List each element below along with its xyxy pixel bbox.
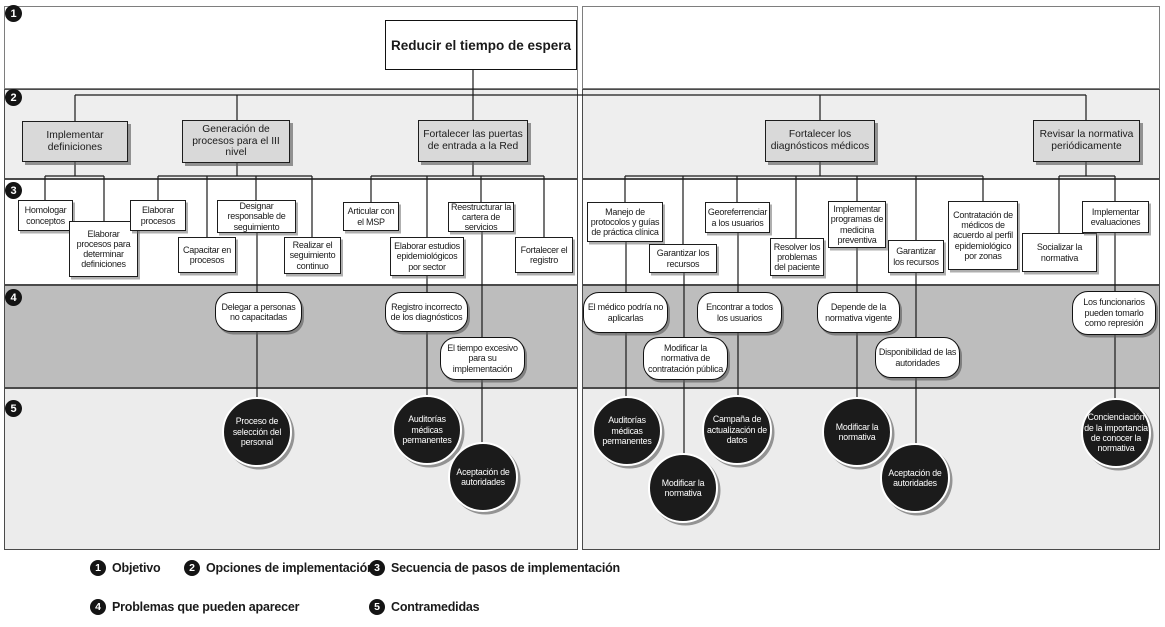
option-box: Fortalecer los diagnósticos médicos bbox=[765, 120, 875, 162]
legend-1-badge: 1 bbox=[90, 560, 106, 576]
countermeasure-circle: Aceptación de autoridades bbox=[880, 443, 950, 513]
problem-ellipse: Registro incorrecto de los diagnósticos bbox=[385, 292, 468, 332]
step-box: Reestructurar la cartera de servicios bbox=[448, 202, 514, 232]
step-box: Garantizar los recursos bbox=[649, 244, 717, 273]
countermeasure-circle: Modificar la normativa bbox=[648, 453, 718, 523]
countermeasure-circle: Campaña de actualización de datos bbox=[702, 395, 772, 465]
objective-box: Reducir el tiempo de espera bbox=[385, 20, 577, 70]
legend-1-label: Objetivo bbox=[112, 561, 161, 575]
level-5-badge: 5 bbox=[5, 400, 22, 417]
step-box: Implementar programas de medicina preven… bbox=[828, 201, 886, 248]
problem-ellipse: El tiempo excesivo para su implementació… bbox=[440, 337, 525, 380]
problem-ellipse: Los funcionarios pueden tomarlo como rep… bbox=[1072, 291, 1156, 335]
option-box: Implementar definiciones bbox=[22, 121, 128, 162]
step-box: Georeferrenciar a los usuarios bbox=[705, 202, 770, 233]
level-3-badge: 3 bbox=[5, 182, 22, 199]
step-box: Capacitar en procesos bbox=[178, 237, 236, 273]
step-box: Contratación de médicos de acuerdo al pe… bbox=[948, 201, 1018, 270]
countermeasure-circle: Proceso de selección del personal bbox=[222, 397, 292, 467]
option-box: Generación de procesos para el III nivel bbox=[182, 120, 290, 163]
legend-5-label: Contramedidas bbox=[391, 600, 480, 614]
step-box: Articular con el MSP bbox=[343, 202, 399, 231]
legend-2-label: Opciones de implementación bbox=[206, 561, 375, 575]
legend-item-problems: 4 Problemas que pueden aparecer bbox=[90, 599, 300, 615]
step-box: Manejo de protocolos y guías de práctica… bbox=[587, 202, 663, 242]
step-box: Garantizar los recursos bbox=[888, 240, 944, 273]
legend-4-label: Problemas que pueden aparecer bbox=[112, 600, 300, 614]
step-box: Fortalecer el registro bbox=[515, 237, 573, 273]
problem-ellipse: Encontrar a todos los usuarios bbox=[697, 292, 782, 333]
countermeasure-circle: Aceptación de autoridades bbox=[448, 442, 518, 512]
step-box: Implementar evaluaciones bbox=[1082, 201, 1149, 233]
countermeasure-circle: Concienciación de la importancia de cono… bbox=[1081, 398, 1151, 468]
step-box: Resolver los problemas del paciente bbox=[770, 238, 824, 276]
legend-3-label: Secuencia de pasos de implementación bbox=[391, 561, 620, 575]
problem-ellipse: Delegar a personas no capacitadas bbox=[215, 292, 302, 332]
level-1-badge: 1 bbox=[5, 5, 22, 22]
level-4-badge: 4 bbox=[5, 289, 22, 306]
step-box: Elaborar procesos bbox=[130, 200, 186, 231]
option-box: Revisar la normativa periódicamente bbox=[1033, 120, 1140, 162]
legend-3-badge: 3 bbox=[369, 560, 385, 576]
problem-ellipse: Disponibilidad de las autoridades bbox=[875, 337, 960, 378]
legend-item-countermeasures: 5 Contramedidas bbox=[369, 599, 480, 615]
countermeasure-circle: Modificar la normativa bbox=[822, 397, 892, 467]
legend-item-options: 2 Opciones de implementación bbox=[184, 560, 375, 576]
step-box: Elaborar estudios epidemiológicos por se… bbox=[390, 237, 464, 276]
step-box: Socializar la normativa bbox=[1022, 233, 1097, 272]
countermeasure-circle: Auditorías médicas permanentes bbox=[592, 396, 662, 466]
step-box: Elaborar procesos para determinar defini… bbox=[69, 221, 138, 277]
problem-ellipse: Depende de la normativa vigente bbox=[817, 292, 900, 333]
legend-2-badge: 2 bbox=[184, 560, 200, 576]
option-box: Fortalecer las puertas de entrada a la R… bbox=[418, 120, 528, 162]
step-box: Realizar el seguimiento continuo bbox=[284, 237, 341, 274]
legend-item-objective: 1 Objetivo bbox=[90, 560, 161, 576]
problem-ellipse: Modificar la normativa de contratación p… bbox=[643, 337, 728, 380]
level-2-badge: 2 bbox=[5, 89, 22, 106]
band-objective-right bbox=[582, 6, 1160, 89]
step-box: Designar responsable de seguimiento bbox=[217, 200, 296, 233]
problem-ellipse: El médico podría no aplicarlas bbox=[583, 292, 668, 333]
legend-item-steps: 3 Secuencia de pasos de implementación bbox=[369, 560, 620, 576]
legend-4-badge: 4 bbox=[90, 599, 106, 615]
legend-5-badge: 5 bbox=[369, 599, 385, 615]
countermeasure-circle: Auditorías médicas permanentes bbox=[392, 395, 462, 465]
step-box: Homologar conceptos bbox=[18, 200, 73, 231]
